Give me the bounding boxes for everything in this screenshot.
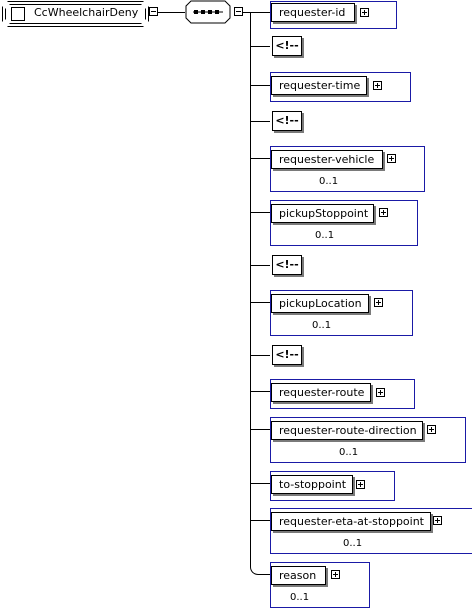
occurrence-label: 0..1 (290, 592, 310, 603)
comment-node[interactable]: <!-- (272, 345, 302, 365)
element-label: requester-time (271, 76, 367, 95)
root-element[interactable]: CcWheelchairDeny (2, 1, 149, 27)
plus-box-icon[interactable] (374, 298, 383, 307)
occurrence-label: 0..1 (339, 447, 359, 458)
branch-line (250, 483, 270, 484)
branch-line (250, 391, 270, 392)
element-requester-time[interactable]: requester-time (270, 72, 411, 102)
branch-line (250, 520, 270, 521)
element-label: pickupLocation (271, 294, 369, 313)
plus-box-icon[interactable] (373, 81, 382, 90)
plus-box-icon[interactable] (387, 154, 396, 163)
minus-box-icon[interactable] (149, 7, 158, 16)
element-pickupStoppoint[interactable]: pickupStoppoint 0..1 (270, 200, 418, 246)
element-label: requester-route (271, 383, 371, 402)
branch-line (250, 85, 270, 86)
branch-line (250, 429, 270, 430)
square-icon (11, 7, 25, 21)
branch-line (250, 212, 270, 213)
occurrence-label: 0..1 (312, 320, 332, 331)
plus-box-icon[interactable] (331, 570, 340, 579)
occurrence-label: 0..1 (315, 230, 335, 241)
element-requester-eta-at-stoppoint[interactable]: requester-eta-at-stoppoint 0..1 (270, 508, 472, 554)
branch-line (250, 46, 270, 47)
occurrence-label: 0..1 (343, 538, 363, 549)
element-requester-route-direction[interactable]: requester-route-direction 0..1 (270, 417, 466, 463)
sequence-spine (250, 12, 251, 567)
element-label: to-stoppoint (271, 475, 353, 494)
root-connector (158, 12, 185, 13)
root-element-label: CcWheelchairDeny (34, 6, 139, 19)
branch-line (250, 121, 270, 122)
sequence-connector (243, 12, 251, 13)
element-label: pickupStoppoint (271, 204, 374, 223)
element-label: requester-id (271, 3, 355, 22)
element-pickupLocation[interactable]: pickupLocation 0..1 (270, 290, 413, 336)
plus-box-icon[interactable] (427, 425, 436, 434)
root-element-inner-frame (5, 4, 146, 24)
comment-node[interactable]: <!-- (272, 111, 302, 131)
element-to-stoppoint[interactable]: to-stoppoint (270, 471, 395, 501)
plus-box-icon[interactable] (379, 208, 388, 217)
branch-corner (250, 559, 270, 575)
element-reason[interactable]: reason 0..1 (270, 562, 370, 608)
element-requester-route[interactable]: requester-route (270, 379, 415, 409)
branch-line (250, 158, 270, 159)
plus-box-icon[interactable] (433, 516, 442, 525)
sequence-compositor-icon[interactable] (185, 0, 231, 24)
branch-line (250, 265, 270, 266)
plus-box-icon[interactable] (376, 388, 385, 397)
branch-line (250, 355, 270, 356)
element-label: requester-vehicle (271, 150, 383, 169)
comment-node[interactable]: <!-- (272, 36, 302, 56)
comment-node[interactable]: <!-- (272, 255, 302, 275)
element-requester-id[interactable]: requester-id (270, 1, 397, 29)
element-label: requester-route-direction (271, 421, 423, 440)
plus-box-icon[interactable] (356, 480, 365, 489)
occurrence-label: 0..1 (319, 176, 339, 187)
element-requester-vehicle[interactable]: requester-vehicle 0..1 (270, 146, 425, 192)
element-label: reason (271, 566, 326, 585)
plus-box-icon[interactable] (360, 8, 369, 17)
branch-line (250, 12, 270, 13)
branch-line (250, 302, 270, 303)
element-label: requester-eta-at-stoppoint (271, 512, 431, 531)
minus-box-icon[interactable] (234, 7, 243, 16)
